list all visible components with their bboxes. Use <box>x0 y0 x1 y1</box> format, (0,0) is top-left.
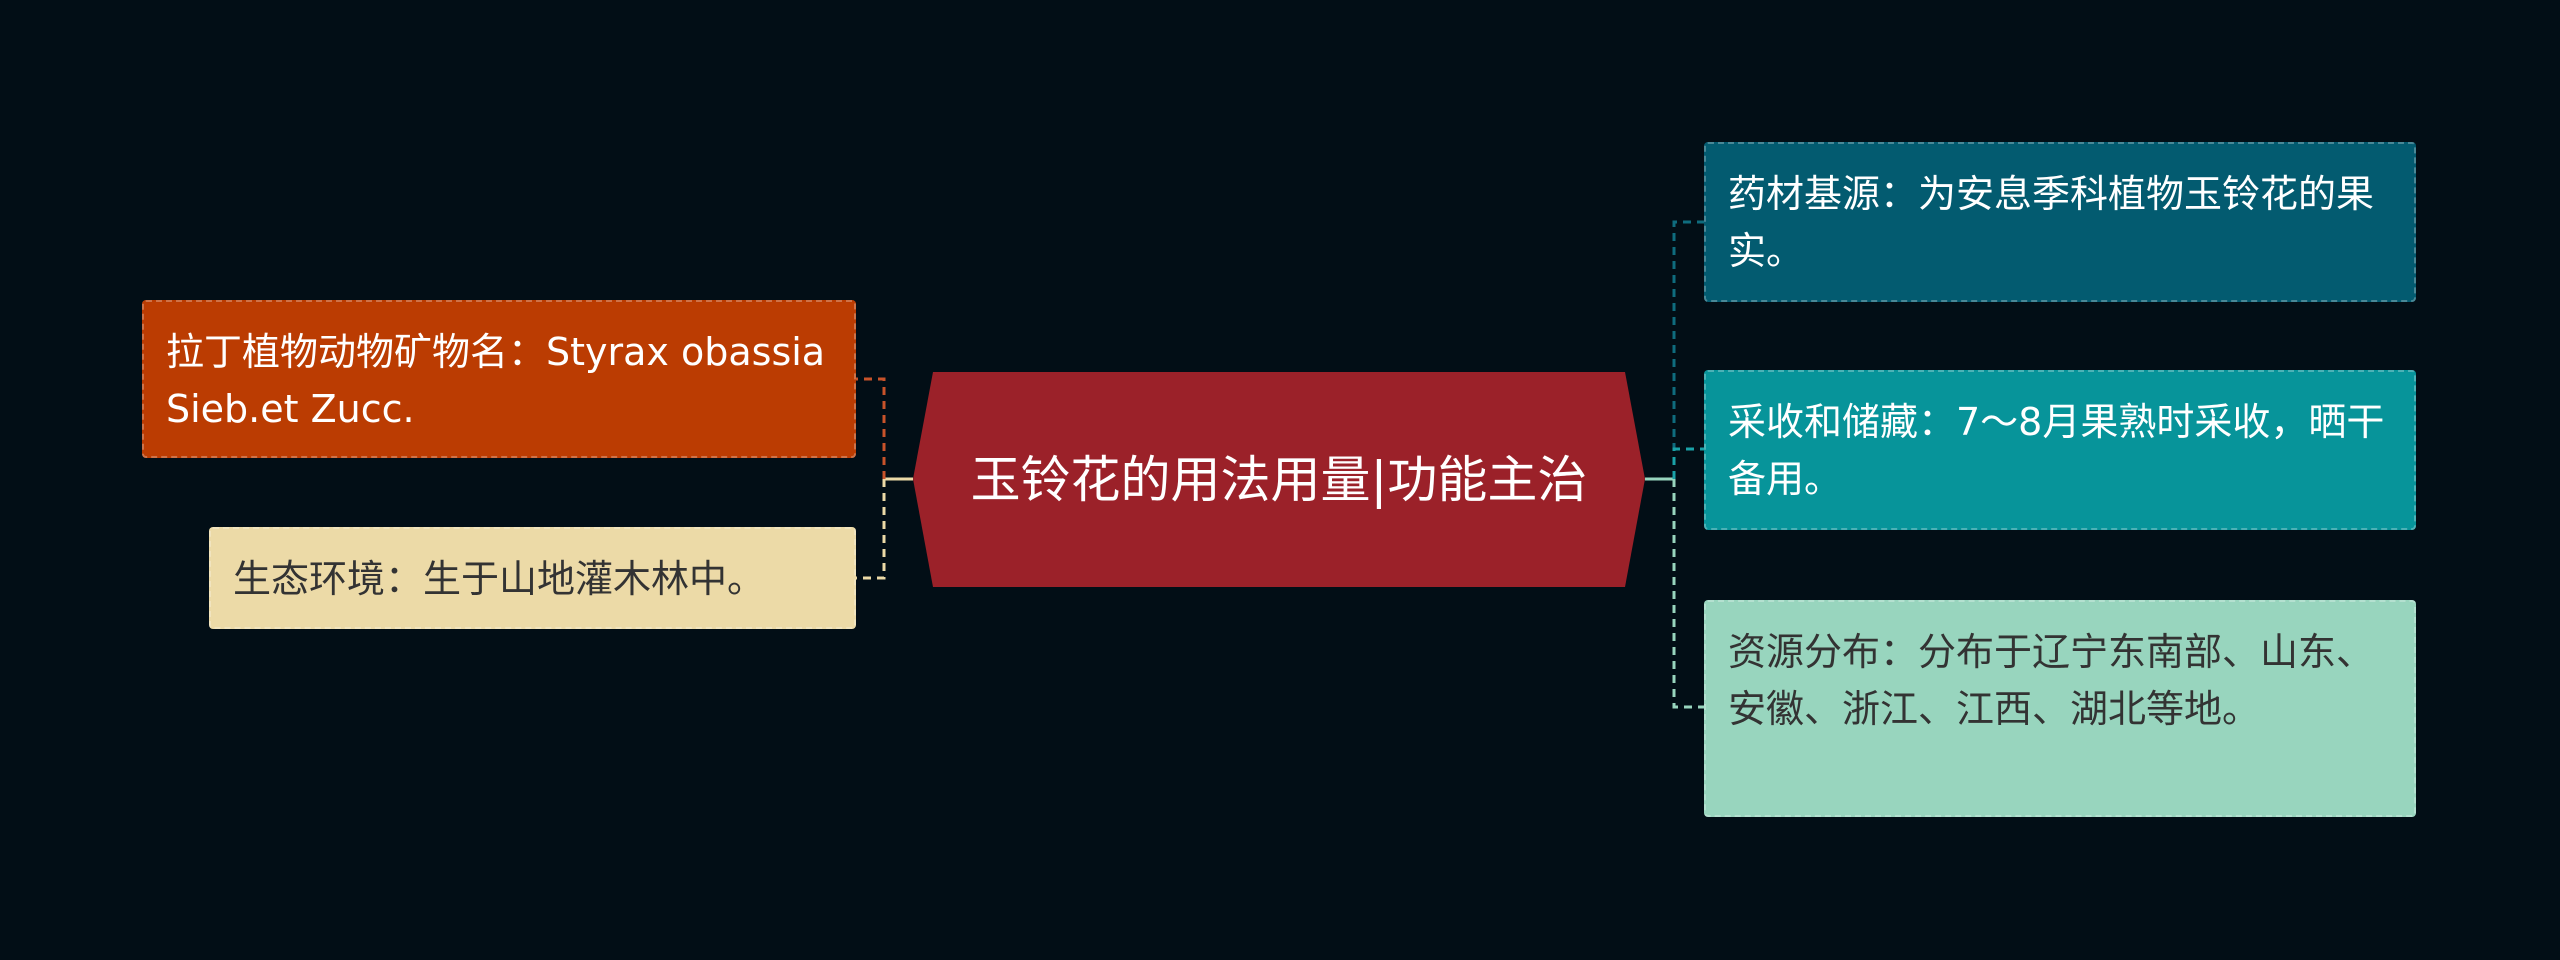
left-branch-1 <box>856 377 886 479</box>
topic-source-label: 药材基源：为安息季科植物玉铃花的果实。 <box>1728 172 2375 273</box>
right-branch-2 <box>1672 447 1704 479</box>
right-branch-1 <box>1672 220 1704 479</box>
topic-source[interactable]: 药材基源：为安息季科植物玉铃花的果实。 <box>1704 142 2416 302</box>
topic-distribution-label: 资源分布：分布于辽宁东南部、山东、安徽、浙江、江西、湖北等地。 <box>1728 630 2375 731</box>
central-topic-label: 玉铃花的用法用量|功能主治 <box>970 450 1588 509</box>
left-branch-2 <box>856 479 886 580</box>
topic-habitat[interactable]: 生态环境：生于山地灌木林中。 <box>209 527 856 629</box>
topic-latin-name-label: 拉丁植物动物矿物名：Styrax obassia Sieb.et Zucc. <box>166 330 826 431</box>
topic-harvest-storage-label: 采收和储藏：7～8月果熟时采收，晒干备用。 <box>1728 400 2385 501</box>
right-branch-3 <box>1672 479 1704 709</box>
central-topic[interactable]: 玉铃花的用法用量|功能主治 <box>913 372 1645 587</box>
topic-latin-name[interactable]: 拉丁植物动物矿物名：Styrax obassia Sieb.et Zucc. <box>142 300 856 458</box>
topic-harvest-storage[interactable]: 采收和储藏：7～8月果熟时采收，晒干备用。 <box>1704 370 2416 530</box>
topic-habitat-label: 生态环境：生于山地灌木林中。 <box>233 557 766 601</box>
topic-distribution[interactable]: 资源分布：分布于辽宁东南部、山东、安徽、浙江、江西、湖北等地。 <box>1704 600 2416 817</box>
